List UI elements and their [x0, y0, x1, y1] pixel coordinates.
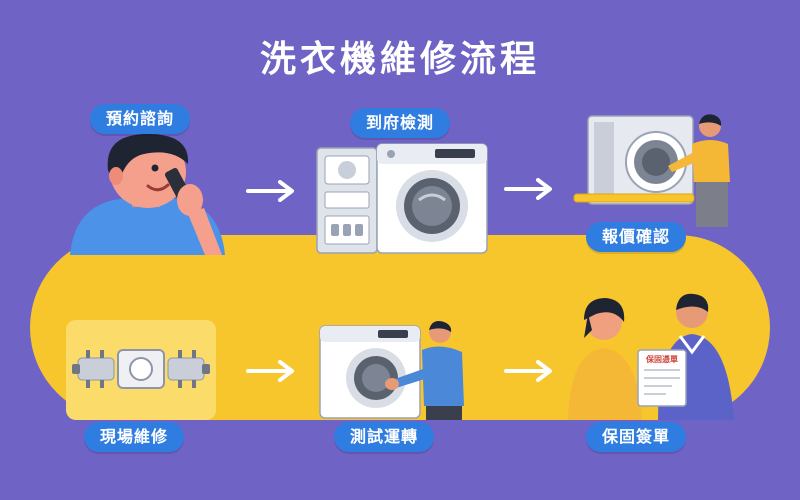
step-1-label: 預約諮詢: [90, 104, 191, 134]
step-3-label: 報價確認: [586, 222, 687, 252]
warranty-card-text: 保固憑單: [646, 355, 678, 364]
page-title: 洗衣機維修流程: [259, 39, 540, 80]
phone-call-icon: [70, 134, 225, 255]
arrow-right-icon: [246, 180, 294, 202]
step-3-illustration: [570, 112, 745, 227]
washing-machine-inspection-icon: [316, 143, 488, 254]
step-2-illustration: [315, 140, 490, 255]
step-2-label: 到府檢測: [350, 108, 451, 138]
step-5-illustration: [318, 320, 488, 420]
test-run-icon: [319, 321, 464, 420]
step-6-illustration: 保固憑單: [562, 290, 748, 420]
warranty-handover-icon: [568, 293, 734, 420]
step-4-card: [66, 320, 216, 420]
technician-quote-icon: [573, 114, 730, 227]
step-1-illustration: [60, 130, 230, 255]
arrow-right-icon: [504, 178, 552, 200]
step-6-label: 保固簽單: [586, 422, 687, 452]
step-4-label: 現場維修: [84, 422, 185, 452]
arrow-right-icon: [504, 360, 552, 382]
repair-parts-icon: [72, 349, 210, 389]
arrow-right-icon: [246, 360, 294, 382]
step-5-label: 測試運轉: [334, 422, 435, 452]
